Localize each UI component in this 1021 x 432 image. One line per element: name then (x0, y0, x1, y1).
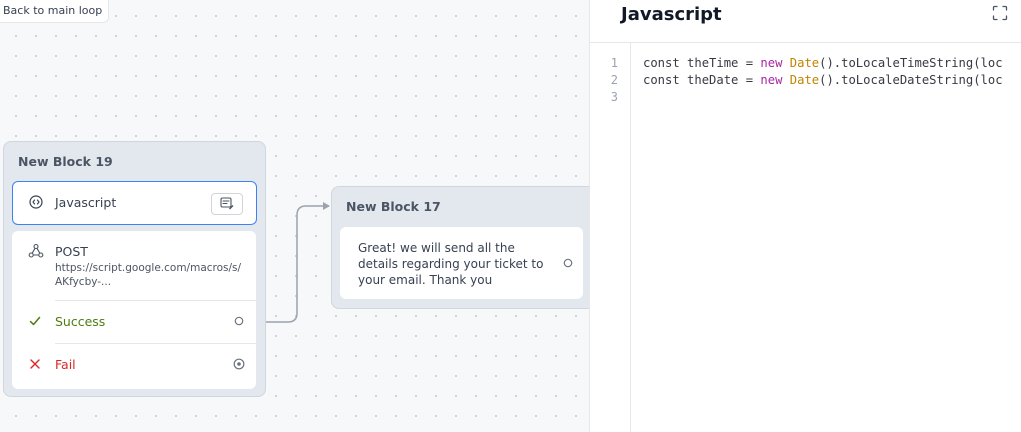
outcome-fail[interactable]: Fail (12, 344, 256, 386)
edge-arrowhead (323, 202, 330, 210)
edge-success-to-block17 (257, 205, 329, 323)
x-icon (30, 359, 40, 369)
block-title[interactable]: New Block 19 (18, 154, 113, 169)
code-line[interactable]: const theDate = new Date().toLocaleDateS… (643, 73, 1003, 87)
code-token: Date (789, 56, 820, 70)
webhook-method: POST (55, 244, 88, 259)
code-editor-panel: Javascript 1 2 3 const theTime = new Dat… (589, 0, 1021, 432)
divider (55, 300, 256, 301)
flow-canvas[interactable]: Back to main loop New Block 19 Javascrip… (0, 0, 589, 432)
message-port-handle[interactable] (563, 258, 573, 268)
line-number-gutter: 1 2 3 (590, 43, 631, 432)
message-text: Great! we will send all the details rega… (358, 241, 544, 287)
text-message-step[interactable]: Great! we will send all the details rega… (340, 227, 583, 299)
outcome-fail-label: Fail (55, 357, 76, 372)
javascript-step[interactable]: Javascript (12, 181, 257, 225)
line-number: 1 (610, 56, 618, 70)
line-number: 3 (610, 90, 618, 104)
block-new-block-17[interactable]: New Block 17 Great! we will send all the… (331, 186, 589, 309)
edit-code-icon (220, 197, 234, 210)
code-token: const theTime = (643, 56, 761, 70)
code-token: ().toLocaleTimeString(loc (819, 56, 1003, 70)
divider (55, 343, 256, 344)
expand-icon[interactable] (992, 5, 1008, 21)
outcome-success[interactable]: Success (12, 301, 256, 343)
webhook-url: https://script.google.com/macros/s/AKfyc… (55, 262, 242, 288)
code-token: new (760, 56, 783, 70)
code-token (782, 56, 789, 70)
line-number: 2 (610, 73, 618, 87)
code-icon (29, 195, 43, 209)
javascript-step-label: Javascript (55, 195, 117, 210)
webhook-icon (28, 243, 44, 258)
code-token (782, 73, 789, 87)
code-token: Date (789, 73, 820, 87)
outcome-success-label: Success (55, 314, 106, 329)
block-title[interactable]: New Block 17 (346, 199, 441, 214)
back-to-main-loop-button[interactable]: Back to main loop (0, 0, 110, 23)
code-token: new (760, 73, 783, 87)
block-new-block-19[interactable]: New Block 19 Javascript (3, 141, 266, 397)
fail-port-handle[interactable] (233, 358, 245, 370)
panel-title: Javascript (621, 4, 722, 25)
edit-code-button[interactable] (211, 193, 243, 215)
webhook-step[interactable]: POST https://script.google.com/macros/s/… (12, 231, 256, 389)
check-icon (29, 316, 41, 326)
panel-header: Javascript (590, 0, 1021, 43)
code-token: const theDate = (643, 73, 761, 87)
code-token: ().toLocaleDateString(loc (819, 73, 1003, 87)
code-line[interactable]: const theTime = new Date().toLocaleTimeS… (643, 56, 1003, 70)
success-port-handle[interactable] (234, 316, 244, 326)
